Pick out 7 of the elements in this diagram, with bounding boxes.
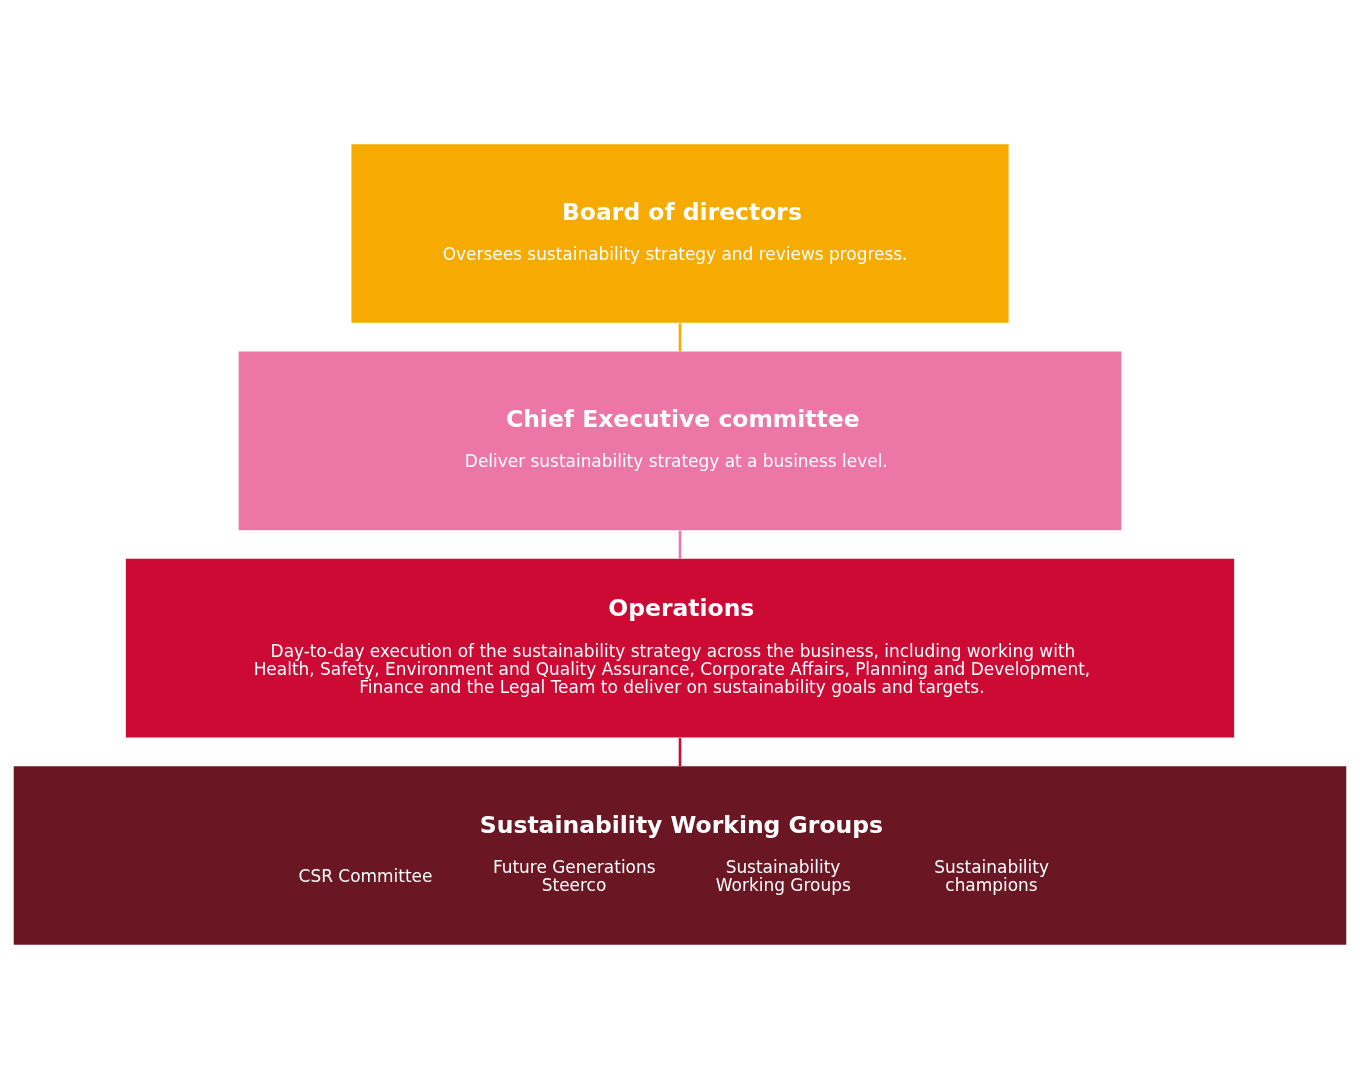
- node-box: Operations Day-to-day execution of the sustainability strategy across the business, including working with Health, Safety, Environment and Quality Assurance, Corporate Affairs, Planning and Development, Finance and the Legal Team to deliver on sustainability goals and targets.: [125, 558, 1235, 737]
- connector: [678, 737, 682, 766]
- node-box: Chief Executive committee Deliver sustainability strategy at a business level.: [238, 351, 1122, 530]
- node-box: Sustainability Working Groups CSR Committee Future Generations Steerco Sustainability Working Groups Sustainability champions: [13, 765, 1347, 945]
- node-box: Board of directors Oversees sustainability strategy and reviews progress.: [351, 143, 1009, 323]
- connector: [678, 530, 682, 559]
- connector: [678, 322, 682, 351]
